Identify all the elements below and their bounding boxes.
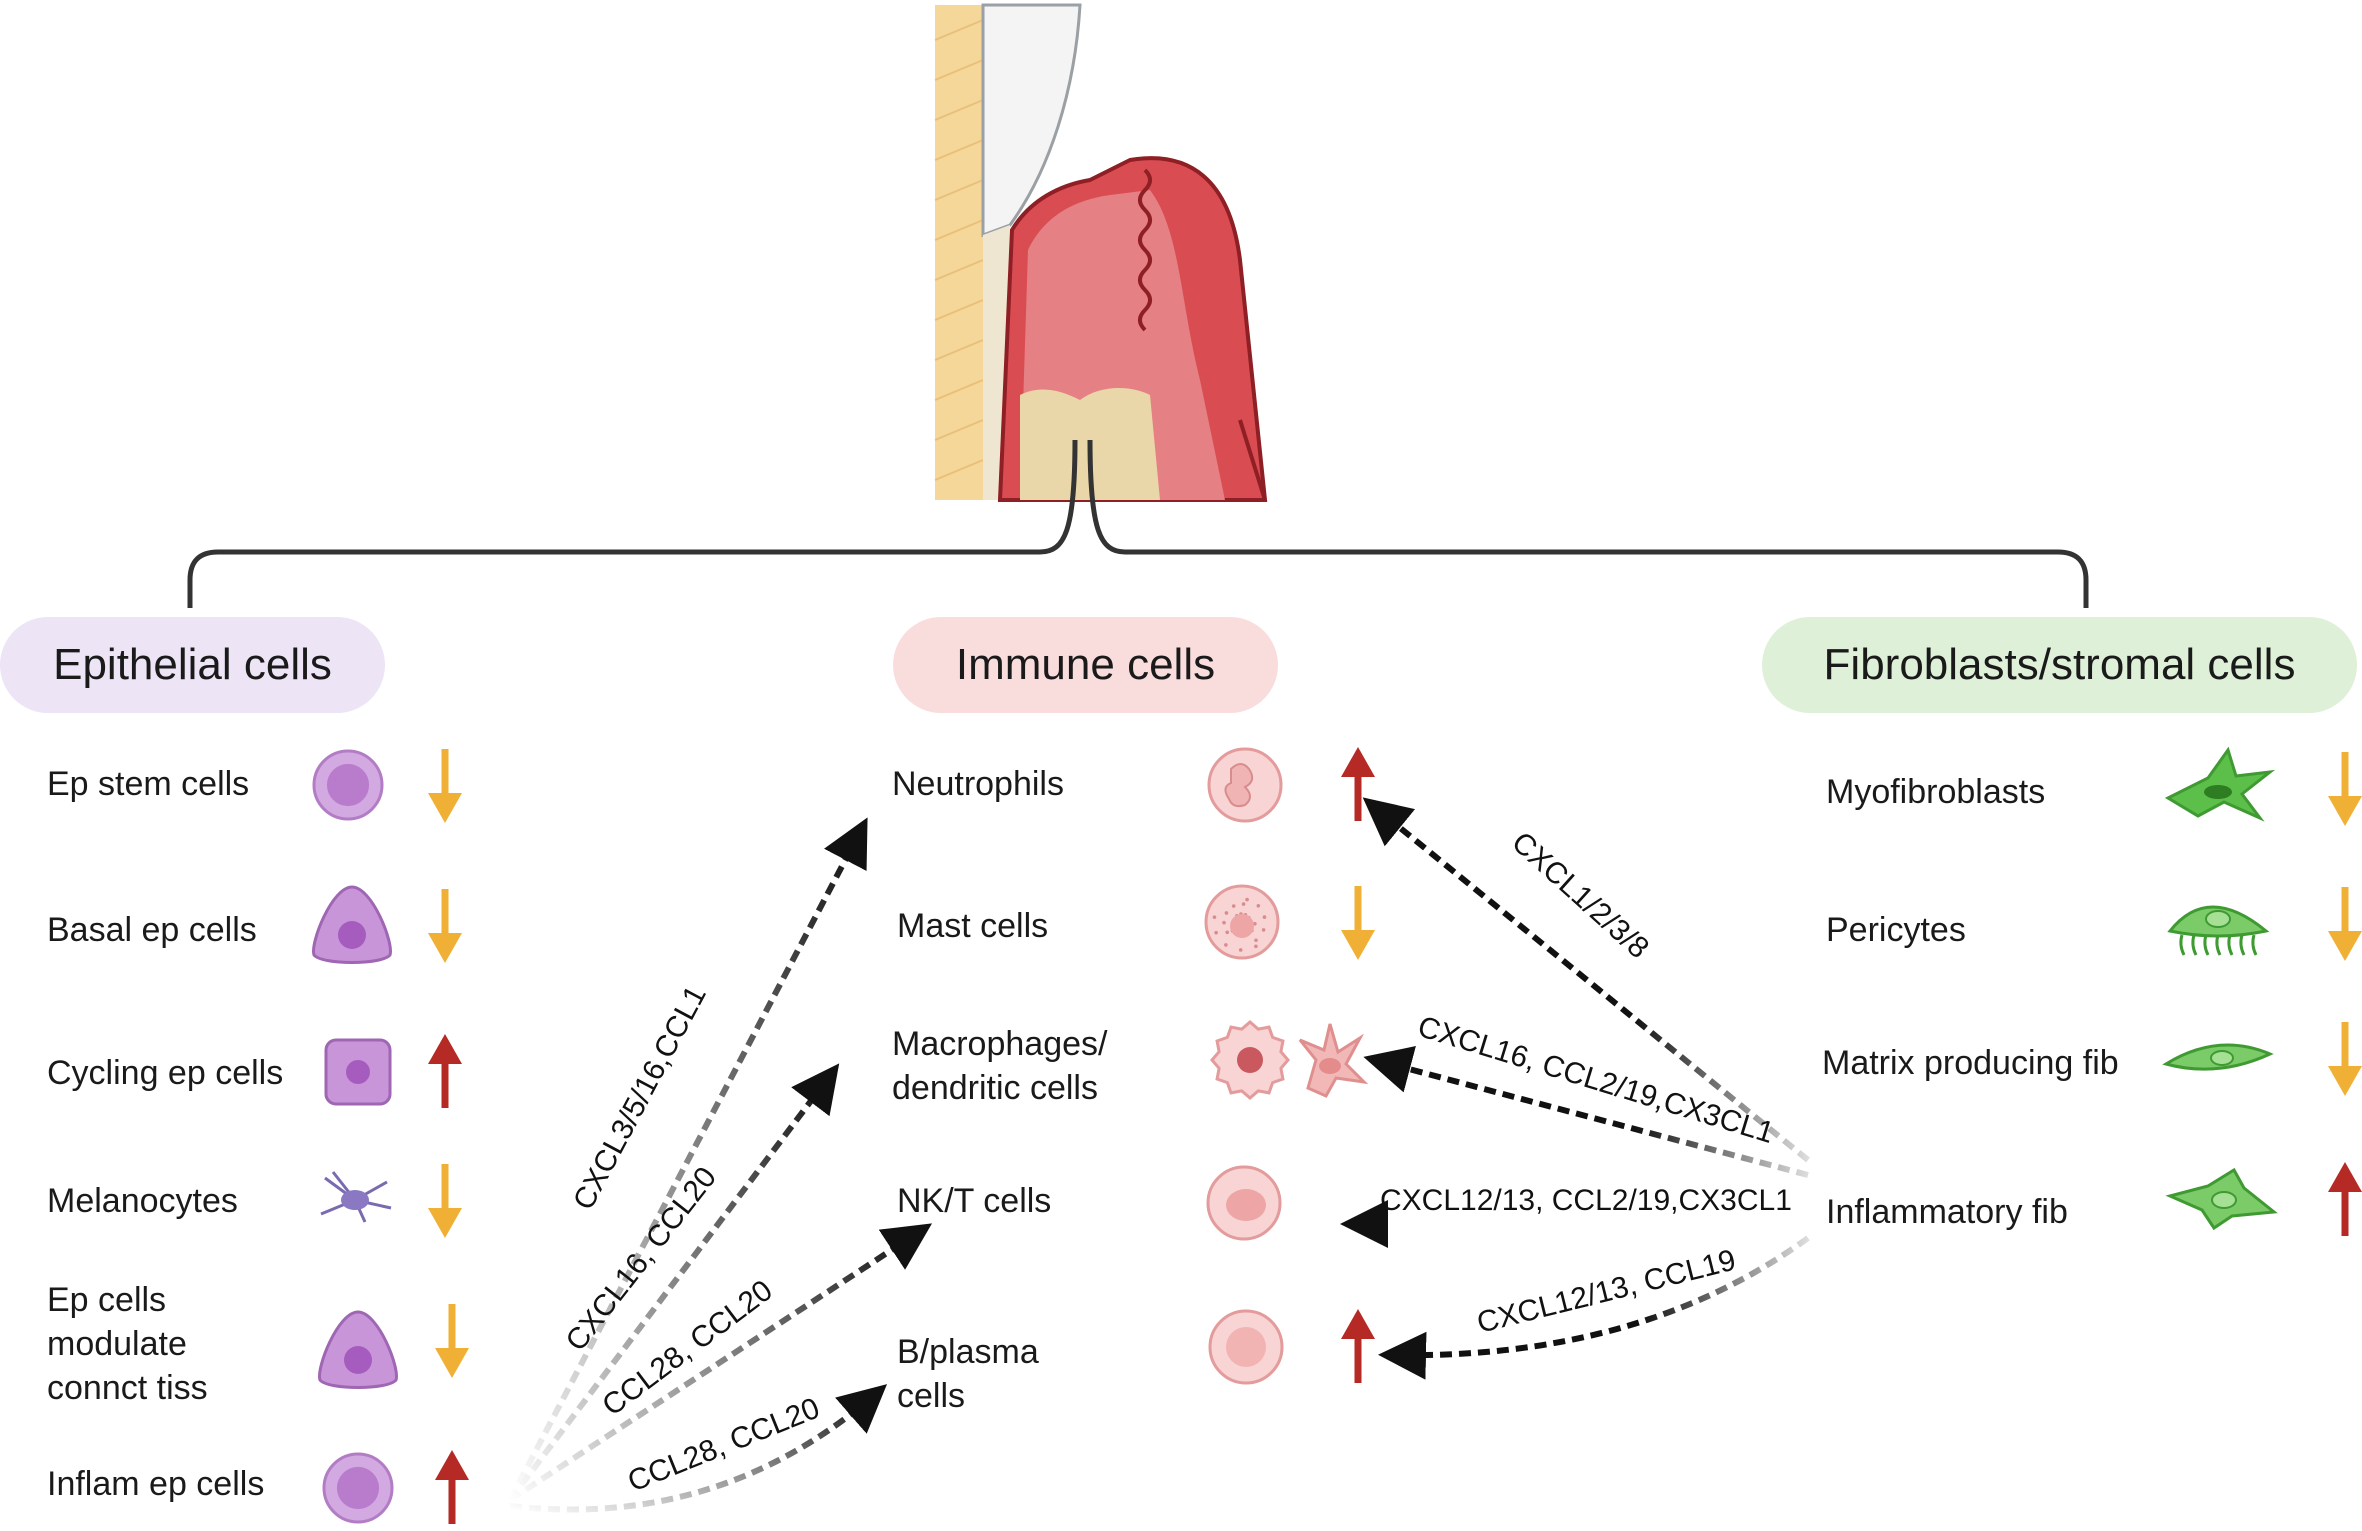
epithelial-cell-label: Ep stem cells — [47, 765, 250, 803]
fibroblast-down-arrow-icon — [2328, 1022, 2362, 1096]
fibroblast-up-arrow-icon — [2328, 1162, 2362, 1236]
immune-cells-title: Immune cells — [955, 640, 1216, 689]
fibroblast-cells-title: Fibroblasts/stromal cells — [1823, 640, 2296, 689]
epithelial-cell-label: Melanocytes — [47, 1182, 238, 1220]
epithelial-down-arrow-icon — [435, 1304, 469, 1378]
fib-to-bplasma-arrow — [1378, 1235, 1810, 1380]
ep-to-macrophage-arrow — [507, 1063, 840, 1502]
fibroblast-cell-label: Inflammatory fib — [1826, 1193, 2068, 1231]
epithelial-cells-header: Epithelial cells — [0, 617, 385, 713]
pericyte-icon — [2167, 905, 2270, 956]
chemokine-label: CXCL12/13, CCL2/19,CX3CL1 — [1380, 1184, 1792, 1217]
ep-modulate-cell-icon — [318, 1310, 398, 1389]
basal-ep-cell-icon — [312, 885, 392, 964]
b-plasma-cell-icon — [1208, 1309, 1284, 1385]
immune-up-arrow-icon — [1341, 1309, 1375, 1383]
fibroblast-cell-label: Myofibroblasts — [1826, 773, 2046, 811]
chemokine-label: CXCL1/2/3/8 — [1505, 826, 1655, 965]
immune-cells-header: Immune cells — [893, 617, 1278, 713]
ep-to-neutrophil-arrow — [507, 817, 868, 1502]
trend-arrows — [428, 747, 2362, 1524]
melanocyte-icon — [320, 1171, 392, 1223]
epithelial-cell-label: Cycling ep cells — [47, 1054, 284, 1092]
chemokine-label: CXCL16, CCL2/19,CX3CL1 — [1414, 1010, 1778, 1150]
immune-cell-label: Macrophages/ dendritic cells — [892, 1025, 1108, 1107]
epithelial-down-arrow-icon — [428, 1164, 462, 1238]
immune-down-arrow-icon — [1341, 886, 1375, 960]
immune-cell-label: Neutrophils — [892, 765, 1064, 803]
fibroblast-down-arrow-icon — [2328, 887, 2362, 961]
immune-up-arrow-icon — [1341, 747, 1375, 821]
epithelial-up-arrow-icon — [428, 1034, 462, 1108]
neutrophil-icon — [1207, 747, 1283, 823]
myofibroblast-icon — [2164, 746, 2276, 822]
epithelial-cell-label: Basal ep cells — [47, 911, 257, 949]
mast-cell-icon — [1204, 884, 1280, 960]
ep-stem-cell-icon — [312, 749, 384, 821]
nk-t-cell-icon — [1206, 1165, 1282, 1241]
ep-to-nkt-arrow — [508, 1223, 933, 1503]
epithelial-down-arrow-icon — [428, 749, 462, 823]
immune-cell-label: B/plasma cells — [897, 1333, 1039, 1415]
epithelial-down-arrow-icon — [428, 889, 462, 963]
ep-to-bplasma-arrow — [509, 1384, 888, 1513]
immune-cell-label: Mast cells — [897, 907, 1049, 945]
inflam-ep-cell-icon — [322, 1452, 394, 1524]
cycling-ep-cell-icon — [324, 1038, 392, 1106]
chemokine-label: CXCL12/13, CCL19 — [1474, 1244, 1739, 1340]
fibroblast-cell-label: Matrix producing fib — [1822, 1044, 2119, 1082]
epithelial-cell-label: Inflam ep cells — [47, 1465, 265, 1503]
epithelial-up-arrow-icon — [435, 1450, 469, 1524]
fibroblast-cells-header: Fibroblasts/stromal cells — [1762, 617, 2357, 713]
category-bracket — [187, 439, 2089, 608]
macrophage-dendritic-icon — [1210, 1020, 1369, 1100]
epithelial-cell-label: Ep cells modulate connct tiss — [47, 1281, 208, 1407]
gingiva-illustration-icon — [934, 3, 1268, 502]
fibroblast-cell-label: Pericytes — [1826, 911, 1966, 949]
fibroblast-down-arrow-icon — [2328, 752, 2362, 826]
epithelial-cells-title: Epithelial cells — [53, 640, 332, 689]
signal-arrows — [507, 797, 1810, 1513]
immune-cell-label: NK/T cells — [897, 1182, 1052, 1220]
cell-icons — [312, 746, 2278, 1524]
inflammatory-fib-icon — [2165, 1167, 2278, 1231]
matrix-fib-icon — [2162, 1043, 2274, 1071]
